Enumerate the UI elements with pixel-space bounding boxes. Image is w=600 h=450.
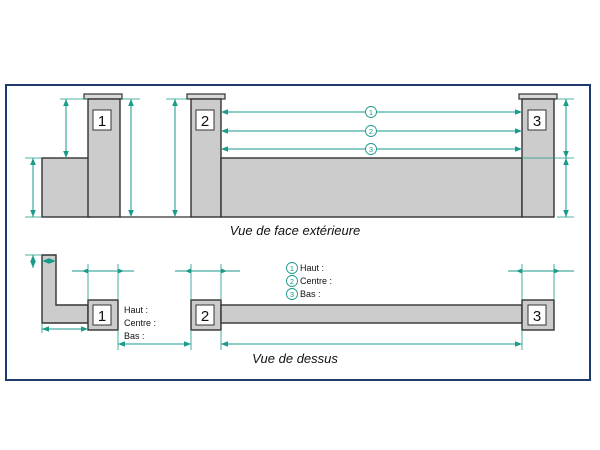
- pillar-2-cap: [186, 93, 226, 100]
- legend-circle-2: [286, 275, 298, 287]
- top-view-caption: Vue de dessus: [252, 351, 338, 366]
- top-dimensions: [25, 254, 574, 350]
- legend-circle-3-text: 3: [290, 290, 294, 299]
- pillar-1-label-haut: Haut :: [124, 305, 148, 315]
- pillar-2-number: 2: [201, 113, 209, 130]
- legend-circle-2-text: 2: [290, 277, 294, 286]
- circle-marker-3-text: 3: [369, 145, 373, 154]
- top-wall-panel: [220, 304, 523, 324]
- top-pillar-1-number-box: [92, 304, 112, 326]
- legend-circle-1-text: 1: [290, 264, 294, 273]
- pillar-1-label-centre: Centre :: [124, 318, 156, 328]
- legend-centre: Centre :: [300, 276, 332, 286]
- pillar-1-label-bas: Bas :: [124, 331, 145, 341]
- legend-bas: Bas :: [300, 289, 321, 299]
- pillar-3-number-box: [527, 109, 547, 131]
- legend-haut: Haut :: [300, 263, 324, 273]
- top-pillar-3-number-box: [527, 304, 547, 326]
- front-view-caption: Vue de face extérieure: [230, 223, 361, 238]
- front-dimensions: 1 2 3: [25, 98, 574, 218]
- top-pillar-2-number: 2: [201, 308, 209, 325]
- circle-marker-2-text: 2: [369, 127, 373, 136]
- circle-marker-1: [365, 106, 377, 118]
- top-view: 1 2 3: [25, 254, 574, 366]
- front-low-wall-left: [41, 157, 91, 218]
- pillar-3-cap: [518, 93, 558, 100]
- pillar-1-cap: [83, 93, 123, 100]
- pillar-1-number: 1: [98, 113, 106, 130]
- circle-marker-3: [365, 143, 377, 155]
- pillar-1-number-box: [92, 109, 112, 131]
- top-pillar-2-number-box: [195, 304, 215, 326]
- pillar-3-number: 3: [533, 113, 541, 130]
- circle-marker-2: [365, 125, 377, 137]
- pillar-2-number-box: [195, 109, 215, 131]
- top-pillar-3-number: 3: [533, 308, 541, 325]
- legend: 1 Haut : 2 Centre : 3 Bas :: [286, 262, 332, 300]
- circle-marker-1-text: 1: [369, 108, 373, 117]
- legend-circle-1: [286, 262, 298, 274]
- top-pillar-1-number: 1: [98, 308, 106, 325]
- legend-circle-3: [286, 288, 298, 300]
- front-wall-panel: [220, 157, 523, 218]
- front-view: 1 2 3: [25, 93, 574, 238]
